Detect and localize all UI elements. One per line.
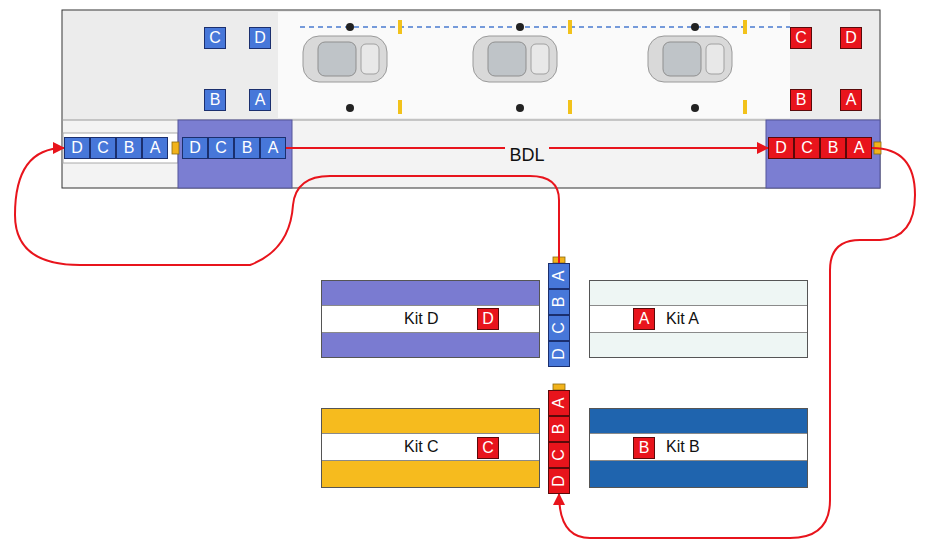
part-letter: C xyxy=(549,322,569,334)
cart-slot: C xyxy=(208,137,234,159)
cart-hitch xyxy=(172,142,179,154)
part-letter: B xyxy=(796,90,807,110)
part-letter: C xyxy=(97,138,109,158)
part-label-box: C xyxy=(477,437,499,459)
cart-slot: B xyxy=(116,137,142,159)
cart-slot: C xyxy=(548,442,570,468)
guide-line xyxy=(300,26,790,28)
part-label-box: D xyxy=(840,27,862,49)
cart-slot: A xyxy=(846,137,872,159)
part-letter: B xyxy=(549,297,569,308)
buffer-zone xyxy=(178,120,292,188)
part-letter: D xyxy=(189,138,201,158)
kit-area: Kit B B xyxy=(589,408,808,488)
cart-slot: D xyxy=(64,137,90,159)
part-letter: B xyxy=(124,138,135,158)
part-label-box: A xyxy=(249,89,271,111)
part-letter: B xyxy=(242,138,253,158)
kit-cart: D C B A xyxy=(548,263,570,367)
cart-slot: C xyxy=(90,137,116,159)
part-letter: D xyxy=(254,28,266,48)
kit-cart: DCBA xyxy=(768,137,872,159)
part-letter: D xyxy=(775,138,787,158)
cart-slot: A xyxy=(142,137,168,159)
kit-area: Kit D D xyxy=(321,280,540,358)
kit-area: Kit A A xyxy=(589,280,808,358)
part-letter: D xyxy=(549,475,569,487)
part-label-box: A xyxy=(840,89,862,111)
flow-arrow xyxy=(559,148,915,538)
cart-slot: B xyxy=(548,416,570,442)
cart-slot: B xyxy=(234,137,260,159)
cart-band xyxy=(63,133,178,163)
cart-slot: A xyxy=(260,137,286,159)
kit-label: Kit B xyxy=(666,437,700,457)
part-label-box: B xyxy=(204,89,226,111)
part-letter: B xyxy=(210,90,221,110)
kit-cart: D C B A xyxy=(548,390,570,494)
part-letter: D xyxy=(549,348,569,360)
part-letter: D xyxy=(71,138,83,158)
cart-slot: C xyxy=(548,315,570,341)
edge-label: BDL xyxy=(505,144,548,166)
part-letter: B xyxy=(828,138,839,158)
part-label-box: D xyxy=(477,308,499,330)
cart-slot: A xyxy=(548,263,570,289)
part-letter: A xyxy=(150,138,161,158)
kit-label: Kit C xyxy=(404,437,439,457)
part-label-box: B xyxy=(790,89,812,111)
part-letter: C xyxy=(215,138,227,158)
part-letter: A xyxy=(854,138,865,158)
kit-area: Kit C C xyxy=(321,408,540,488)
part-letter: A xyxy=(549,271,569,282)
part-letter: A xyxy=(268,138,279,158)
car xyxy=(473,20,572,114)
part-letter: B xyxy=(639,438,650,458)
cart-slot: B xyxy=(820,137,846,159)
part-letter: C xyxy=(801,138,813,158)
cart-slot: C xyxy=(794,137,820,159)
cart-slot: D xyxy=(548,468,570,494)
car xyxy=(648,20,747,114)
part-letter: C xyxy=(795,28,807,48)
part-letter: A xyxy=(846,90,857,110)
part-letter: A xyxy=(255,90,266,110)
part-letter: A xyxy=(549,398,569,409)
part-letter: B xyxy=(549,424,569,435)
part-label-box: D xyxy=(249,27,271,49)
line-area xyxy=(62,10,880,188)
kit-cart: DCBA xyxy=(182,137,286,159)
part-letter: C xyxy=(549,449,569,461)
part-letter: D xyxy=(482,309,494,329)
kit-cart: DCBA xyxy=(64,137,168,159)
kit-label: Kit A xyxy=(666,309,699,329)
cart-slot: B xyxy=(548,289,570,315)
station-area xyxy=(63,11,879,120)
part-label-box: C xyxy=(790,27,812,49)
part-letter: C xyxy=(482,438,494,458)
part-label-box: B xyxy=(633,437,655,459)
part-letter: A xyxy=(639,309,650,329)
cart-slot: D xyxy=(768,137,794,159)
part-label-box: C xyxy=(204,27,226,49)
part-label-box: A xyxy=(633,308,655,330)
kit-label: Kit D xyxy=(404,309,439,329)
flow-arrow xyxy=(15,148,559,265)
part-letter: D xyxy=(845,28,857,48)
cart-slot: D xyxy=(182,137,208,159)
buffer-zone xyxy=(766,120,880,188)
photo-area xyxy=(278,12,790,118)
cart-slot: D xyxy=(548,341,570,367)
car xyxy=(303,20,402,114)
cart-slot: A xyxy=(548,390,570,416)
part-letter: C xyxy=(209,28,221,48)
